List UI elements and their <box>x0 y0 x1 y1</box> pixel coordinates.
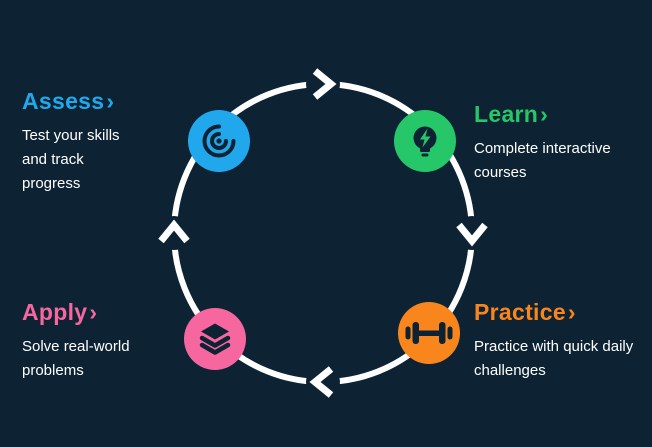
stage-practice-link[interactable]: Practice› <box>474 299 636 326</box>
learn-badge <box>394 110 456 172</box>
stage-apply-label: Apply <box>22 299 88 325</box>
chevron-right-icon: › <box>567 299 576 325</box>
stage-practice: Practice› Practice with quick daily chal… <box>474 299 636 383</box>
stage-apply: Apply› Solve real-world problems <box>22 299 174 383</box>
ring-arrow-bottom-icon <box>309 366 334 398</box>
stage-practice-label: Practice <box>474 299 566 325</box>
stage-learn-label: Learn <box>474 101 539 127</box>
ring-arrow-right-icon <box>456 222 488 247</box>
dumbbell-icon <box>405 322 453 344</box>
stage-apply-description: Solve real-world problems <box>22 338 130 379</box>
practice-badge <box>398 302 460 364</box>
target-spiral-icon <box>202 124 236 158</box>
ring-arrow-gaps <box>157 67 489 399</box>
chevron-right-icon: › <box>540 101 549 127</box>
stage-assess-label: Assess <box>22 88 105 114</box>
layers-icon <box>201 323 229 340</box>
ring-arrows <box>158 68 488 398</box>
lightning-bolt-icon <box>420 128 431 148</box>
chevron-right-icon: › <box>89 299 98 325</box>
apply-badge <box>184 308 246 370</box>
stage-assess-description: Test your skills and track progress <box>22 127 120 192</box>
target-center-dot <box>216 138 222 144</box>
stage-assess-link[interactable]: Assess› <box>22 88 140 115</box>
ring-arrow-left-icon <box>158 219 190 244</box>
stage-practice-description: Practice with quick daily challenges <box>474 338 634 379</box>
stage-learn-description: Complete interactive courses <box>474 140 611 181</box>
stage-learn-link[interactable]: Learn› <box>474 101 642 128</box>
stage-assess: Assess› Test your skills and track progr… <box>22 88 140 196</box>
ring-arrow-top-icon <box>312 68 337 100</box>
assess-badge <box>188 110 250 172</box>
layers-icon-lower <box>199 335 231 355</box>
stage-apply-link[interactable]: Apply› <box>22 299 174 326</box>
chevron-right-icon: › <box>106 88 115 114</box>
stage-learn: Learn› Complete interactive courses <box>474 101 642 185</box>
